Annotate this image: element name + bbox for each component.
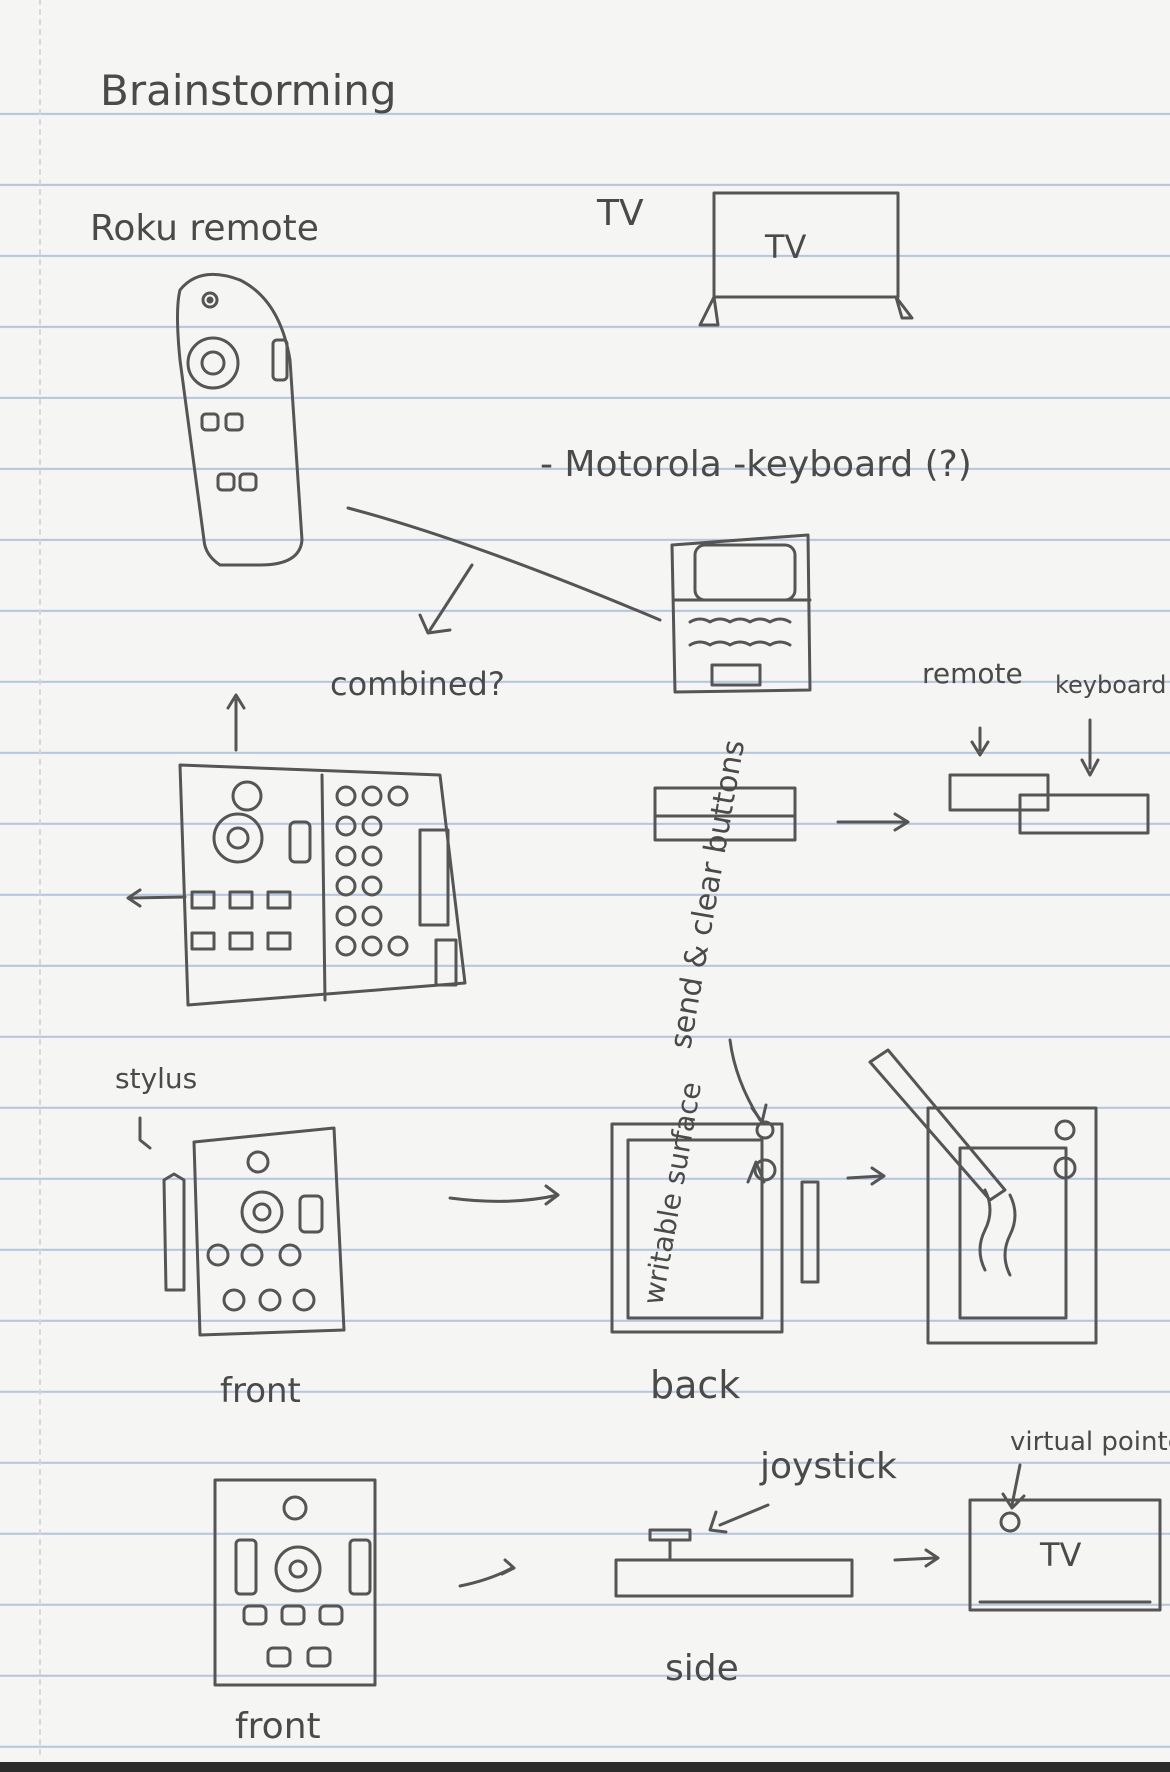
page-bottom-shadow: [0, 1762, 1170, 1772]
stylus-remote-front-sketch: [138, 1116, 560, 1337]
tv-virtual-pointer-sketch: [968, 1463, 1162, 1612]
title-text: Brainstorming: [100, 66, 397, 115]
label-combined: combined?: [330, 665, 505, 703]
label-keyboard: keyboard: [1055, 671, 1166, 699]
motorola-device-sketch: [670, 533, 812, 694]
label-front-2: front: [235, 1706, 321, 1747]
back-writable-surface-sketch: [610, 1038, 886, 1334]
label-remote: remote: [922, 657, 1023, 690]
label-stylus: stylus: [115, 1062, 197, 1095]
slide-comparison-sketch: [653, 718, 1150, 842]
label-send-clear-buttons: send & clear buttons: [663, 737, 752, 1051]
roku-remote-sketch: [176, 272, 304, 567]
label-tv-screen: TV: [764, 228, 807, 266]
label-virtual-pointer: virtual pointer: [1010, 1427, 1170, 1457]
label-front-1: front: [220, 1371, 301, 1411]
label-back: back: [650, 1363, 740, 1407]
label-writable-surface: writable surface: [636, 1079, 708, 1307]
joystick-side-sketch: [614, 1503, 940, 1598]
label-tv-screen-2: TV: [1039, 1536, 1082, 1574]
label-tv-heading: TV: [596, 193, 644, 234]
tv-sketch: [698, 191, 914, 327]
stylus-writing-sketch: [868, 1048, 1098, 1345]
label-joystick: joystick: [759, 1446, 897, 1487]
label-roku-remote: Roku remote: [90, 208, 319, 249]
joystick-remote-front-sketch: [213, 1478, 516, 1687]
label-motorola-keyboard: - Motorola -keyboard (?): [540, 444, 972, 485]
combined-device-sketch: [126, 693, 467, 1007]
label-side: side: [665, 1648, 739, 1689]
